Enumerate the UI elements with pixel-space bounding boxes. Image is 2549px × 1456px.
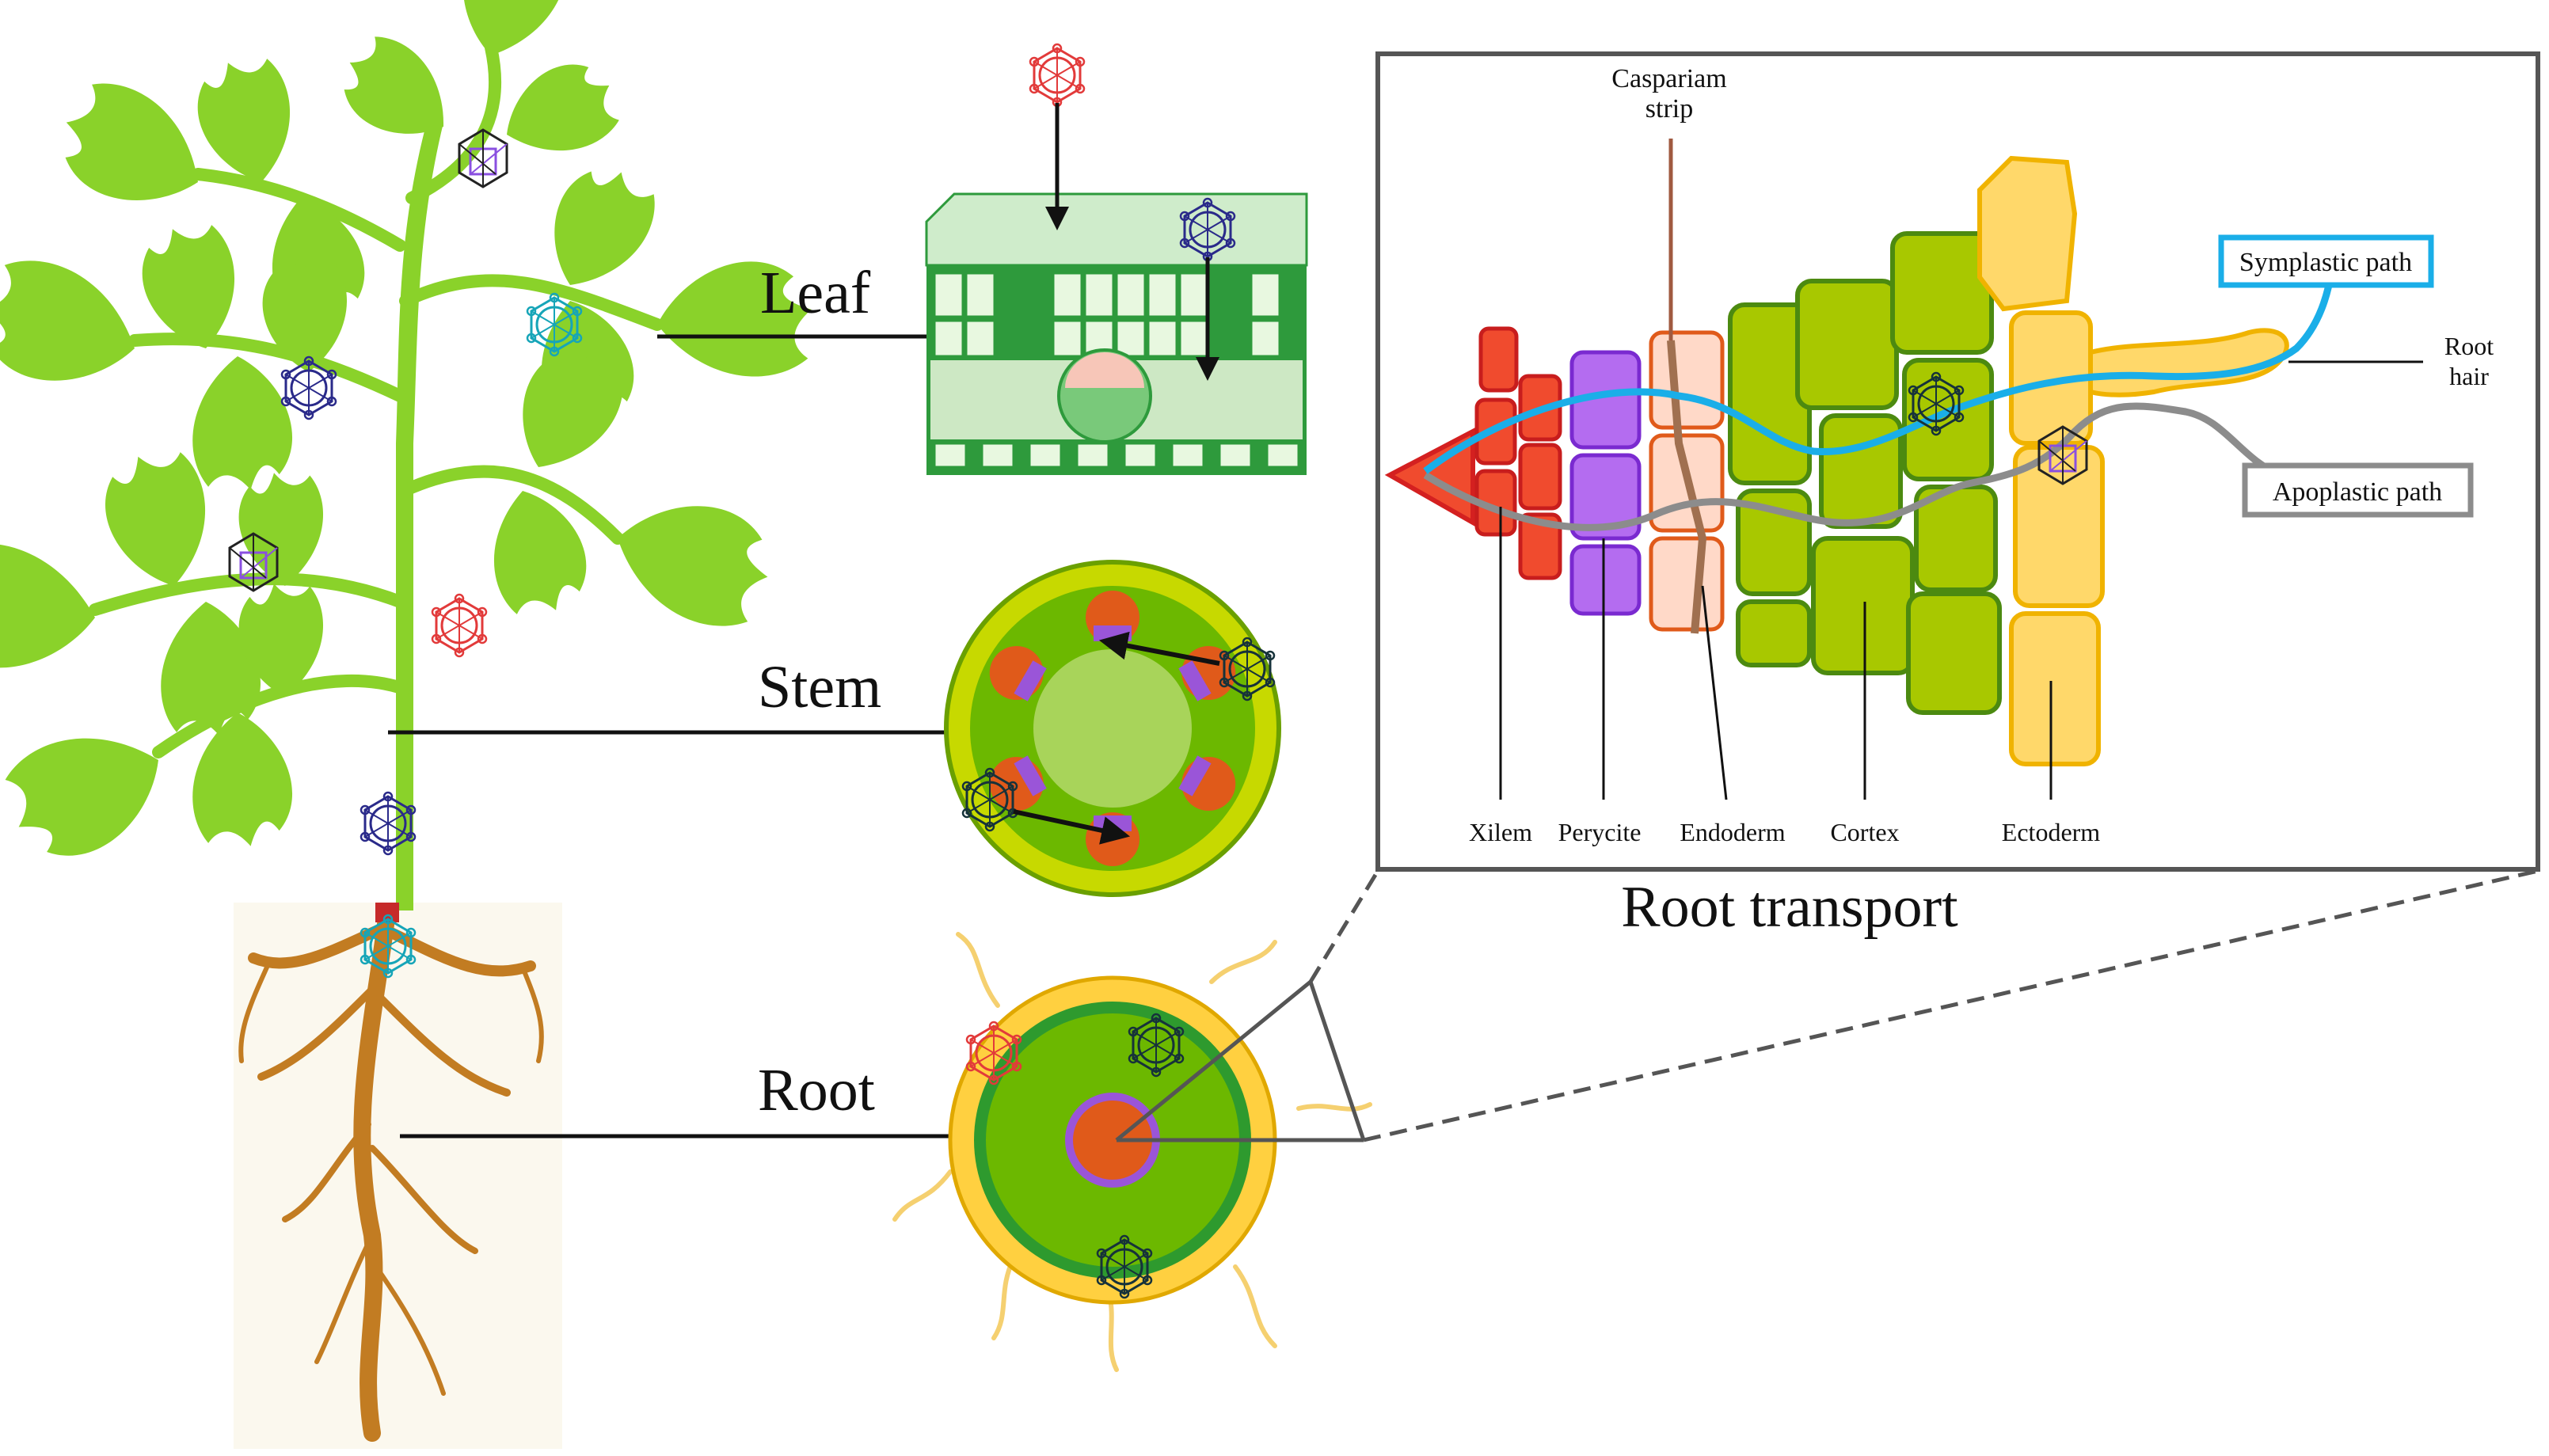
apoplastic-path-line	[1423, 402, 2282, 531]
xilem-label: Xilem	[1469, 818, 1532, 846]
symplastic-label: Symplastic path	[2239, 248, 2412, 277]
plant-stem	[377, 119, 443, 910]
organ-leader-lines	[388, 334, 950, 1139]
plant-illustration	[0, 0, 822, 1449]
perycite-label: Perycite	[1558, 818, 1642, 846]
root-transport-title: Root transport	[1621, 875, 1958, 940]
root-label: Root	[758, 1057, 875, 1123]
cortex-label: Cortex	[1830, 818, 1899, 846]
xylem-cells	[1474, 326, 1562, 580]
casparian-label-line2: strip	[1645, 94, 1693, 124]
ectoderm-label: Ectoderm	[2002, 818, 2101, 846]
plant-roots	[238, 910, 544, 1442]
root-cross-section	[892, 869, 2539, 1372]
vascular-bundles	[989, 591, 1236, 866]
endoderm-label: Endoderm	[1680, 818, 1785, 846]
leaf-cross-section	[925, 43, 1308, 475]
nanoparticle-icon	[431, 593, 488, 658]
stem-label: Stem	[758, 654, 881, 720]
cortex-cells	[1728, 231, 2002, 715]
leaf-label: Leaf	[760, 260, 871, 326]
root-transport-inset: Caspariam strip Symplastic path Root hai…	[1375, 51, 2540, 872]
apoplastic-label-box	[2242, 462, 2474, 518]
root-hair-label-line2: hair	[2449, 362, 2489, 390]
tissue-leader-lines	[1499, 507, 2053, 800]
root-hair-label-line1: Root	[2444, 332, 2494, 360]
symplastic-label-box	[2218, 234, 2434, 288]
pericycle-cells	[1569, 350, 1642, 616]
apoplastic-label: Apoplastic path	[2273, 477, 2442, 507]
casparian-label-line1: Caspariam	[1611, 64, 1726, 93]
stem-cross-section	[944, 560, 1281, 897]
